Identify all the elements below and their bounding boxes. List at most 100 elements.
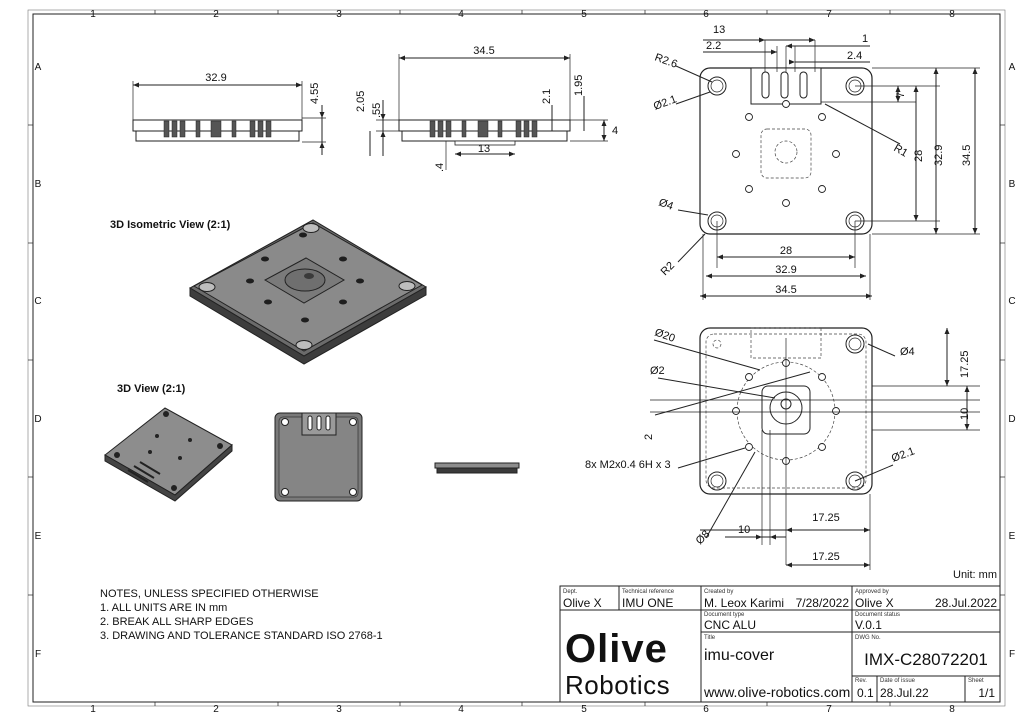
row-label-right: C (1008, 296, 1015, 307)
bottom-view (650, 327, 980, 570)
tb-website: www.olive-robotics.com (703, 684, 850, 700)
row-label-right: D (1008, 414, 1015, 425)
column-zone-markers: 1 2 3 4 5 6 7 8 1 2 3 4 5 6 7 8 (90, 9, 955, 715)
dim-top-2-2: 2.2 (706, 40, 721, 52)
note-3: 3. DRAWING AND TOLERANCE STANDARD ISO 27… (100, 630, 383, 642)
col-label-top: 4 (458, 9, 464, 20)
tb-doctype: CNC ALU (704, 618, 756, 632)
tb-approved-date: 28.Jul.2022 (935, 596, 997, 610)
dim-side1-width: 32.9 (205, 72, 226, 84)
dim-bottom-d2-1: Ø2.1 (890, 445, 917, 464)
row-label-left: B (35, 179, 42, 190)
dim-top-r2-6: R2.6 (653, 52, 679, 71)
row-label-left: D (34, 414, 41, 425)
col-label-bottom: 5 (581, 704, 587, 715)
dim-top-r2: R2 (659, 260, 677, 278)
col-label-bottom: 2 (213, 704, 219, 715)
side-view-middle (369, 54, 608, 170)
row-label-right: A (1009, 62, 1016, 73)
dim-side2-c: 2.1 (541, 89, 553, 104)
tb-sheet-label: Sheet (968, 678, 984, 684)
iso-view-title: 3D Isometric View (2:1) (110, 219, 231, 231)
dim-bottom-2: 2 (643, 434, 655, 440)
col-label-bottom: 4 (458, 704, 464, 715)
unit-label: Unit: mm (953, 569, 997, 581)
col-label-top: 3 (336, 9, 342, 20)
tb-rev: 0.1 (857, 686, 874, 700)
dim-side2-a: 2.05 (355, 91, 367, 112)
dim-top-r1: R1 (892, 142, 910, 159)
col-label-top: 2 (213, 9, 219, 20)
tb-rev-label: Rev. (855, 678, 867, 684)
dim-top-d4: Ø4 (657, 197, 675, 213)
company-logo-olive: Olive (565, 627, 668, 671)
col-label-top: 7 (826, 9, 832, 20)
dim-bottom-17-25b: 17.25 (812, 551, 840, 563)
dim-bottom-d4: Ø4 (900, 346, 915, 358)
dim-top-1: 1 (862, 33, 868, 45)
col-label-bottom: 6 (703, 704, 709, 715)
col-label-bottom: 8 (949, 704, 955, 715)
title-block (559, 585, 1001, 703)
view3d-side (434, 462, 520, 474)
tb-created-label: Created by (704, 589, 733, 595)
view3d-title: 3D View (2:1) (117, 383, 186, 395)
drawing-frame (32, 13, 1001, 703)
view3d-angled (104, 407, 233, 502)
tb-sheet: 1/1 (978, 686, 995, 700)
row-label-left: F (35, 649, 41, 660)
outer-frame (27, 9, 1006, 707)
row-label-left: A (35, 62, 42, 73)
tb-dept-label: Dept. (563, 589, 578, 595)
tb-issue: 28.Jul.22 (880, 686, 929, 700)
dim-bottom-10h: 10 (738, 524, 750, 536)
dim-bottom-thread: 8x M2x0.4 6H x 3 (585, 459, 671, 471)
dim-side2-f: 13 (478, 143, 490, 155)
row-label-left: E (35, 531, 42, 542)
dim-top-28h: 28 (780, 245, 792, 257)
tb-docstatus-label: Document status (855, 612, 900, 618)
row-zone-markers: A B C D E F A B C D E F (28, 62, 1016, 660)
dim-bottom-10v: 10 (959, 408, 971, 420)
row-label-left: C (34, 296, 41, 307)
tb-approved: Olive X (855, 596, 894, 610)
dim-bottom-17-25v: 17.25 (959, 350, 971, 378)
row-label-right: F (1009, 649, 1015, 660)
dim-side2-e: 4 (612, 125, 618, 137)
dim-side2-width: 34.5 (473, 45, 494, 57)
tb-techref-label: Technical reference (622, 589, 675, 595)
dim-top-32-9h: 32.9 (775, 264, 796, 276)
dim-top-28v: 28 (913, 150, 925, 162)
dim-top-2-4: 2.4 (847, 50, 862, 62)
dim-side2-b: .55 (371, 103, 383, 118)
tb-docstatus: V.0.1 (855, 618, 882, 632)
tb-title: imu-cover (704, 647, 775, 664)
col-label-top: 6 (703, 9, 709, 20)
dim-bottom-d20: Ø20 (653, 327, 677, 345)
tb-created: M. Leox Karimi (704, 596, 784, 610)
dim-top-13: 13 (713, 24, 725, 36)
dim-side2-g: .4 (434, 163, 446, 172)
note-2: 2. BREAK ALL SHARP EDGES (100, 616, 253, 628)
col-label-bottom: 3 (336, 704, 342, 715)
top-view (675, 37, 980, 300)
view3d-top (274, 412, 363, 502)
col-label-top: 1 (90, 9, 96, 20)
row-label-right: E (1009, 531, 1016, 542)
dim-top-34-5v: 34.5 (961, 145, 973, 166)
note-1: 1. ALL UNITS ARE IN mm (100, 602, 227, 614)
row-label-right: B (1009, 179, 1016, 190)
company-logo-robotics: Robotics (565, 670, 670, 700)
tb-dwg: IMX-C28072201 (864, 650, 988, 669)
isometric-view (188, 219, 427, 365)
dim-bottom-d2: Ø2 (650, 365, 665, 377)
dim-top-d2-1: Ø2.1 (652, 93, 679, 112)
dim-top-7: 7 (895, 92, 907, 98)
tb-approved-label: Approved by (855, 589, 889, 595)
dim-side1-height: 4.55 (309, 83, 321, 104)
dim-top-32-9v: 32.9 (933, 145, 945, 166)
tb-techref: IMU ONE (622, 596, 673, 610)
tb-doctype-label: Document type (704, 612, 745, 618)
tb-issue-label: Date of issue (880, 678, 916, 684)
